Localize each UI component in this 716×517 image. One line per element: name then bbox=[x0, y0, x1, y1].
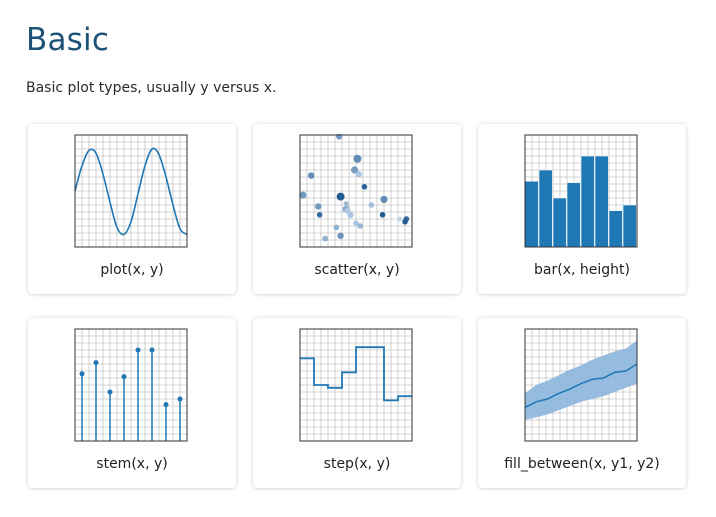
chart-plot-area bbox=[299, 134, 412, 247]
bar bbox=[524, 180, 539, 248]
scatter-point bbox=[336, 192, 345, 201]
card-caption: step(x, y) bbox=[323, 456, 391, 472]
scatter-point bbox=[353, 220, 359, 226]
scatter-point bbox=[337, 232, 344, 239]
fill-band bbox=[525, 340, 637, 420]
series-line bbox=[74, 147, 188, 236]
stem-marker bbox=[79, 371, 85, 377]
card-caption: bar(x, height) bbox=[534, 262, 630, 278]
step-line bbox=[300, 346, 412, 402]
chart-plot-area bbox=[524, 135, 637, 248]
chart-plot-area bbox=[524, 329, 638, 441]
scatter-point bbox=[397, 216, 402, 222]
scatter-point bbox=[343, 201, 349, 206]
stem-marker bbox=[121, 374, 127, 380]
bar bbox=[608, 210, 623, 248]
scatter-point bbox=[308, 172, 315, 179]
gallery-card-fill-between[interactable]: fill_between(x, y1, y2) bbox=[478, 318, 686, 488]
gallery-card-bar[interactable]: bar(x, height) bbox=[478, 124, 686, 294]
scatter-point bbox=[353, 154, 362, 163]
scatter-point bbox=[380, 195, 388, 203]
scatter-point bbox=[379, 212, 386, 218]
bar bbox=[538, 169, 553, 248]
stem-marker bbox=[163, 402, 169, 408]
card-caption: scatter(x, y) bbox=[314, 262, 400, 278]
chart-grid bbox=[300, 135, 412, 247]
scatter-point bbox=[299, 191, 307, 199]
scatter-point bbox=[361, 184, 368, 190]
chart-frame bbox=[299, 134, 413, 248]
chart-frame bbox=[74, 134, 188, 248]
scatter-point bbox=[315, 203, 322, 210]
scatter-point bbox=[355, 171, 362, 178]
bar bbox=[622, 204, 637, 248]
stem-marker bbox=[149, 347, 155, 353]
scatter-point bbox=[402, 219, 408, 225]
stem-marker bbox=[135, 347, 141, 353]
bar-thumbnail bbox=[524, 134, 638, 248]
chart-plot-area bbox=[74, 135, 188, 247]
chart-frame bbox=[299, 328, 413, 442]
fill-between-thumbnail bbox=[524, 328, 638, 442]
chart-frame bbox=[524, 328, 638, 442]
scatter-point bbox=[322, 235, 328, 242]
center-line bbox=[524, 363, 638, 409]
stem-marker bbox=[93, 360, 99, 366]
gallery-card-plot[interactable]: plot(x, y) bbox=[28, 124, 236, 294]
chart-plot-area bbox=[300, 329, 412, 441]
scatter-thumbnail bbox=[299, 134, 413, 248]
chart-frame bbox=[74, 328, 188, 442]
card-caption: fill_between(x, y1, y2) bbox=[504, 456, 660, 472]
page-title: Basic bbox=[26, 22, 110, 58]
stem-marker bbox=[177, 396, 183, 402]
plot-thumbnail bbox=[74, 134, 188, 248]
chart-frame bbox=[524, 134, 638, 248]
bar bbox=[580, 155, 595, 248]
stem-marker bbox=[107, 389, 113, 395]
card-caption: stem(x, y) bbox=[96, 456, 168, 472]
scatter-point bbox=[347, 211, 354, 218]
bar bbox=[566, 182, 581, 248]
scatter-point bbox=[357, 223, 363, 229]
bar bbox=[552, 197, 567, 248]
chart-grid bbox=[75, 329, 187, 441]
gallery-card-step[interactable]: step(x, y) bbox=[253, 318, 461, 488]
step-thumbnail bbox=[299, 328, 413, 442]
stem-thumbnail bbox=[74, 328, 188, 442]
scatter-point bbox=[351, 166, 359, 174]
scatter-point bbox=[333, 224, 340, 231]
scatter-point bbox=[316, 212, 323, 218]
bar bbox=[594, 155, 609, 248]
scatter-point bbox=[368, 202, 375, 208]
page-subtitle: Basic plot types, usually y versus x. bbox=[26, 80, 277, 96]
gallery-card-stem[interactable]: stem(x, y) bbox=[28, 318, 236, 488]
chart-plot-area bbox=[75, 329, 187, 441]
card-caption: plot(x, y) bbox=[100, 262, 164, 278]
gallery-card-scatter[interactable]: scatter(x, y) bbox=[253, 124, 461, 294]
